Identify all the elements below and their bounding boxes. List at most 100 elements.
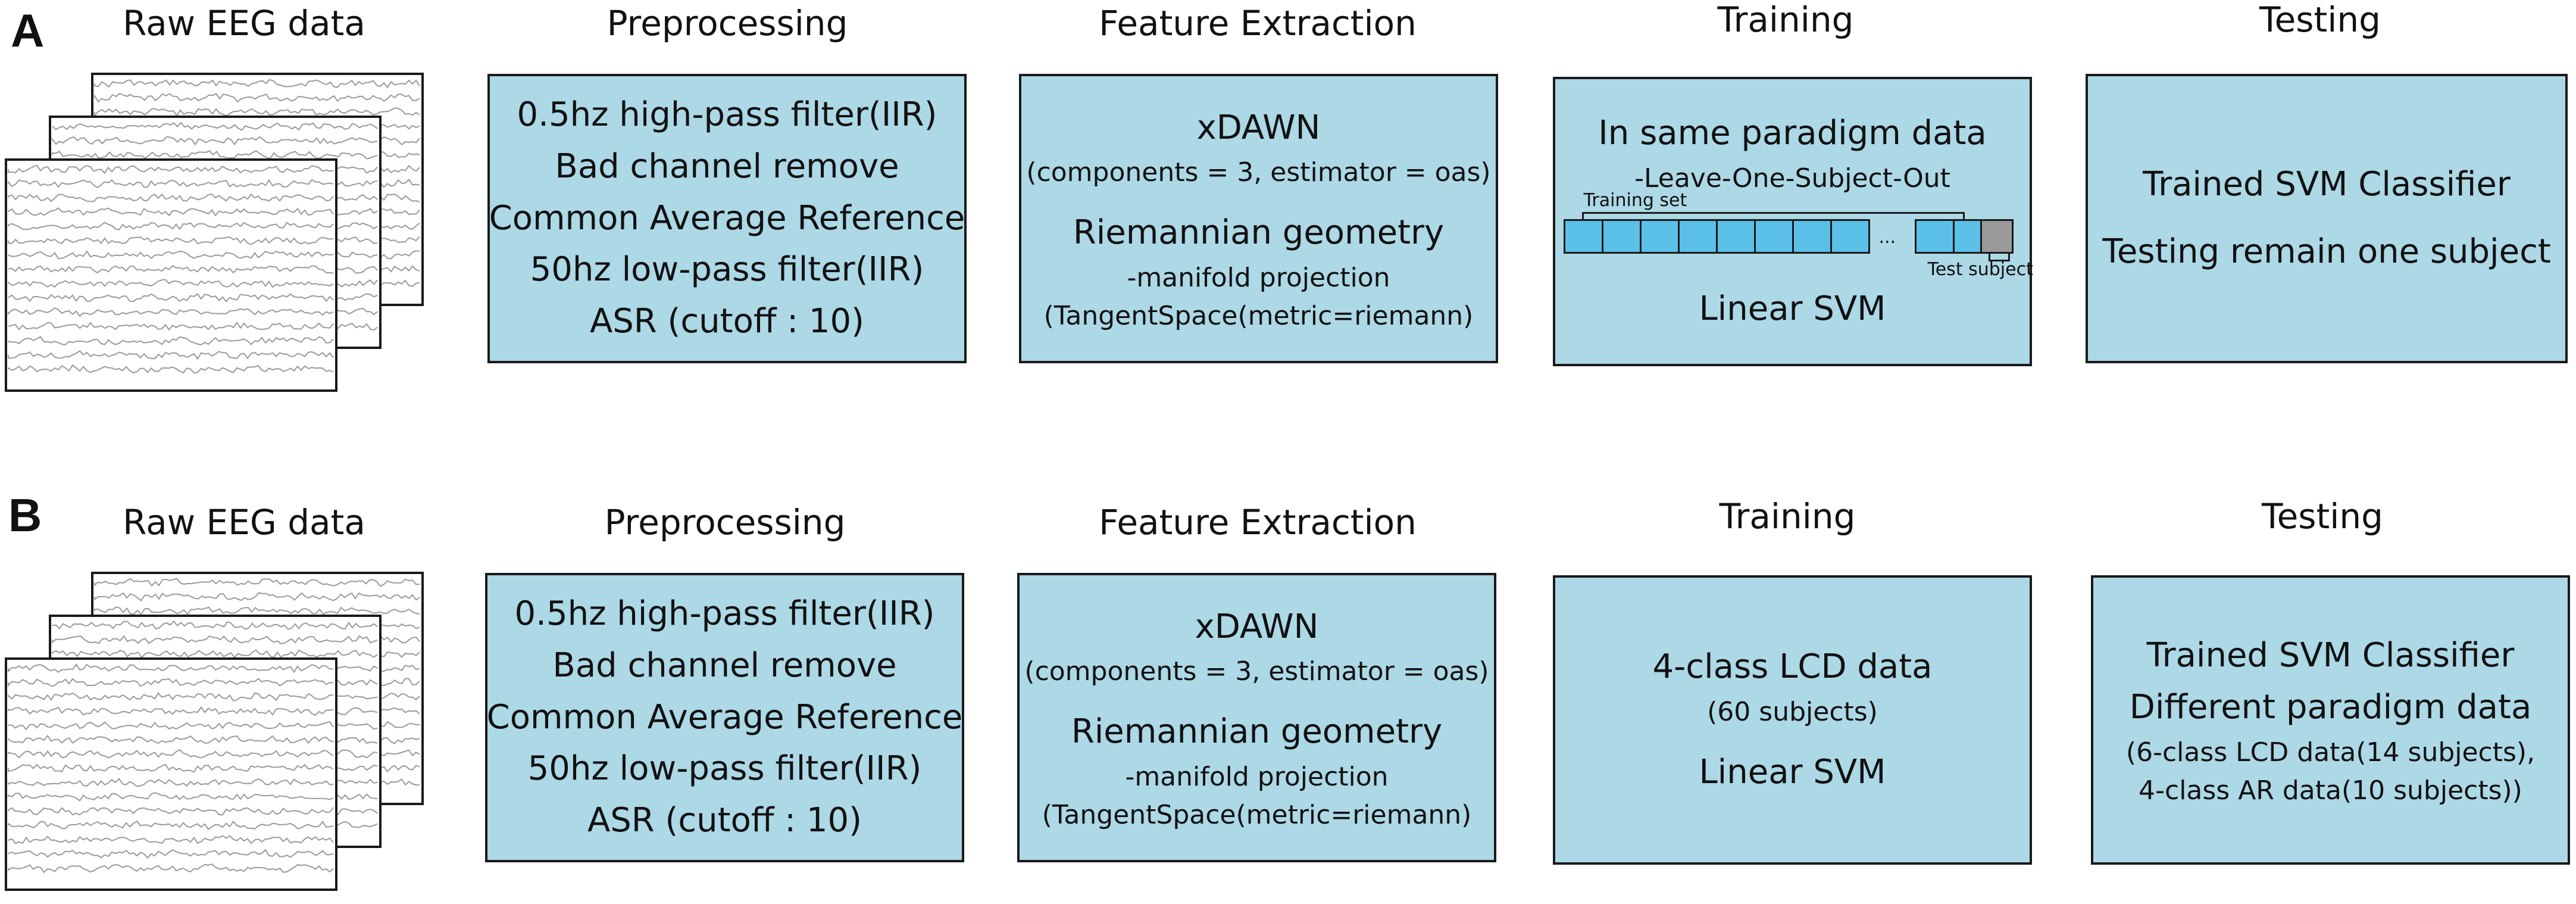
training-box: In same paradigm data -Leave-One-Subject… [1553, 77, 2033, 366]
cv-fold-cell [1601, 219, 1642, 254]
manifold-projection-label: -manifold projection [1125, 761, 1389, 792]
eeg-stack-illustration [0, 71, 429, 405]
eeg-trace [8, 706, 334, 716]
xdawn-label: xDAWN [1195, 607, 1319, 646]
feature-extraction-box: xDAWN (components = 3, estimator = oas) … [1019, 74, 1498, 363]
cv-fold-cell [1677, 219, 1718, 254]
test-subject-label: Test subject [1927, 258, 2033, 280]
cv-fold-cell [1753, 219, 1794, 254]
preprocessing-step: 50hz low-pass filter(IIR) [527, 749, 922, 788]
testing-box: Trained SVM Classifier Testing remain on… [2086, 74, 2568, 363]
loso-label: -Leave-One-Subject-Out [1634, 163, 1950, 194]
eeg-trace [8, 792, 334, 802]
eeg-trace [8, 179, 334, 189]
preprocessing-step: 0.5hz high-pass filter(IIR) [514, 594, 935, 633]
panel-letter: A [11, 4, 45, 57]
training-set-label: Training set [1583, 189, 1687, 211]
heading-preprocessing: Preprocessing [607, 3, 848, 43]
cv-fold-cell [1830, 219, 1870, 254]
eeg-trace [8, 721, 334, 731]
eeg-trace [8, 864, 334, 874]
eeg-trace [8, 835, 334, 844]
xdawn-label: xDAWN [1196, 108, 1321, 147]
eeg-trace [8, 222, 334, 230]
eeg-trace [8, 164, 334, 174]
cv-ellipsis: ... [1878, 226, 1896, 248]
testing-dataset-line: 4-class AR data(10 subjects)) [2139, 775, 2522, 806]
test-subject-cell [1980, 219, 2014, 254]
model-label: Linear SVM [1699, 289, 1886, 328]
eeg-trace [8, 663, 334, 674]
eeg-trace [52, 149, 378, 160]
eeg-stack-illustration [0, 571, 429, 904]
testing-description: Testing remain one subject [2102, 232, 2551, 271]
preprocessing-step: Common Average Reference [489, 198, 965, 238]
heading-raw-eeg: Raw EEG data [123, 502, 365, 543]
manifold-projection-label: -manifold projection [1127, 262, 1390, 293]
eeg-trace [8, 322, 334, 331]
panel-letter: B [8, 489, 42, 541]
eeg-trace [8, 734, 334, 744]
eeg-trace [8, 778, 334, 787]
eeg-trace [94, 107, 420, 118]
cross-validation-diagram: Training set ... Test subject [1563, 191, 2033, 278]
eeg-trace [8, 336, 334, 345]
preprocessing-step: 0.5hz high-pass filter(IIR) [517, 95, 937, 134]
eeg-sheet [5, 158, 337, 392]
preprocessing-step: ASR (cutoff : 10) [587, 801, 862, 840]
heading-training: Training [1719, 496, 1856, 537]
eeg-sheets [5, 73, 424, 392]
cv-fold-cell [1792, 219, 1832, 254]
preprocessing-step: Common Average Reference [486, 697, 963, 737]
eeg-trace [8, 250, 334, 260]
eeg-trace [8, 678, 334, 687]
heading-preprocessing: Preprocessing [604, 502, 846, 543]
cv-fold-cell [1639, 219, 1680, 254]
feature-extraction-box: xDAWN (components = 3, estimator = oas) … [1017, 573, 1496, 862]
eeg-trace [8, 307, 334, 317]
model-label: Linear SVM [1699, 752, 1886, 791]
training-data-label: In same paradigm data [1598, 114, 1987, 153]
eeg-trace [8, 350, 334, 360]
classifier-label: Trained SVM Classifier [2143, 165, 2511, 204]
eeg-trace [8, 692, 334, 702]
tangent-space-label: (TangentSpace(metric=riemann) [1042, 799, 1472, 830]
eeg-trace [8, 849, 334, 859]
preprocessing-box: 0.5hz high-pass filter(IIR) Bad channel … [487, 74, 967, 363]
eeg-trace [52, 136, 378, 146]
training-box: 4-class LCD data (60 subjects) Linear SV… [1553, 575, 2032, 865]
heading-raw-eeg: Raw EEG data [123, 3, 365, 43]
tangent-space-label: (TangentSpace(metric=riemann) [1043, 300, 1474, 331]
heading-feature-extraction: Feature Extraction [1099, 3, 1417, 43]
xdawn-params: (components = 3, estimator = oas) [1026, 157, 1491, 188]
testing-data-label: Different paradigm data [2129, 688, 2532, 727]
eeg-trace [8, 207, 334, 217]
eeg-trace [94, 79, 420, 89]
test-subject-bracket [1988, 253, 2010, 261]
riemann-label: Riemannian geometry [1073, 213, 1445, 253]
subject-count-label: (60 subjects) [1707, 697, 1878, 728]
xdawn-params: (components = 3, estimator = oas) [1024, 656, 1489, 687]
preprocessing-step: Bad channel remove [552, 646, 897, 685]
eeg-trace [94, 92, 420, 103]
heading-testing: Testing [2262, 496, 2383, 537]
eeg-trace [8, 279, 334, 288]
eeg-trace [8, 293, 334, 303]
testing-box: Trained SVM Classifier Different paradig… [2091, 575, 2570, 865]
riemann-label: Riemannian geometry [1071, 712, 1443, 752]
eeg-trace [52, 121, 378, 131]
heading-training: Training [1717, 0, 1854, 40]
eeg-trace [94, 606, 420, 616]
cv-fold-cell [1715, 219, 1756, 254]
eeg-trace [8, 236, 334, 245]
heading-feature-extraction: Feature Extraction [1099, 502, 1417, 543]
eeg-trace [8, 820, 334, 831]
preprocessing-step: 50hz low-pass filter(IIR) [530, 250, 924, 289]
preprocessing-step: Bad channel remove [555, 146, 899, 186]
preprocessing-box: 0.5hz high-pass filter(IIR) Bad channel … [485, 573, 964, 862]
eeg-trace [8, 763, 334, 773]
training-set-bracket [1581, 211, 1965, 221]
classifier-label: Trained SVM Classifier [2146, 636, 2515, 675]
eeg-sheets [5, 572, 424, 891]
eeg-sheet [5, 657, 337, 891]
